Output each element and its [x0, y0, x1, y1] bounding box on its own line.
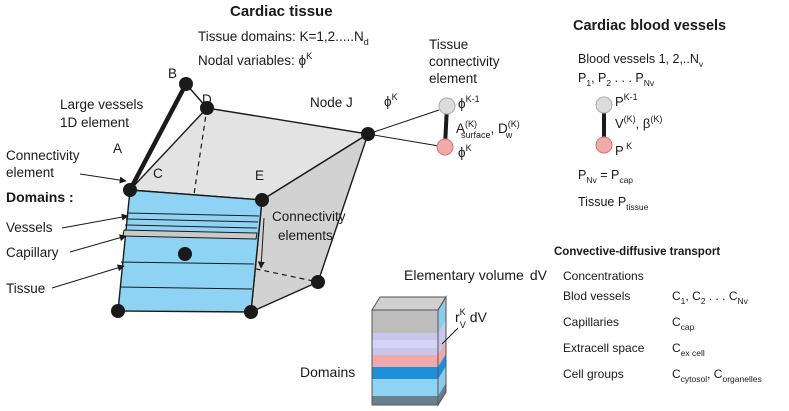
- tissue-connectivity-element: Tissue connectivity element ϕK ϕK-1 A(K)…: [384, 37, 520, 160]
- vessel-line-1: [126, 212, 260, 217]
- node-label-j: Node J: [310, 95, 353, 110]
- nodal-variables-label: Nodal variables: ϕK: [198, 51, 312, 68]
- transport-row-value: Cex cell: [672, 341, 705, 358]
- node-label-c: C: [153, 166, 163, 181]
- area-diffusion-label: A(K)surface, D(K)w: [456, 119, 520, 140]
- volume-layer-slate: [372, 396, 438, 405]
- volume-domains-label: Domains: [300, 364, 355, 380]
- cardiac-tissue-title: Cardiac tissue: [230, 3, 333, 20]
- tissue-node-top: [438, 97, 456, 115]
- large-vessel-element: [128, 82, 188, 192]
- connectivity-element-label-2: element: [6, 165, 54, 180]
- volume-side-violet: [438, 320, 446, 355]
- volume-side-blue: [438, 354, 446, 379]
- transport-row-value: C1, C2 . . . CNv: [672, 289, 749, 306]
- volume-beta-label: V(K), β(K): [615, 114, 662, 131]
- node-bottom-front-dot: [244, 305, 258, 319]
- domains-heading: Domains :: [6, 189, 74, 205]
- volume-side-outline: [437, 295, 447, 407]
- connectivity-elements-arrow: [257, 217, 265, 269]
- tissue-domains-label: Tissue domains: K=1,2.....Nd: [198, 29, 369, 47]
- volume-layer-blue: [372, 367, 438, 379]
- node-label-a: A: [113, 141, 122, 156]
- node-label-b: B: [168, 66, 177, 81]
- node-label-e: E: [255, 168, 264, 183]
- volume-layer-violet-1: [372, 333, 438, 340]
- transport-row-value: Ccytosol, Corganelles: [672, 367, 762, 384]
- node-d-dot: [200, 101, 214, 115]
- reaction-pointer: [441, 327, 459, 345]
- tissue-line-2: [119, 286, 253, 290]
- transport-row-label: Cell groups: [563, 367, 624, 381]
- connectivity-elements-group: Connectivity elements: [257, 209, 346, 269]
- hidden-edge-vertical: [184, 107, 208, 255]
- transport-row-label: Extracell space: [563, 341, 645, 355]
- node-hidden-dot: [178, 247, 192, 261]
- capillary-band: [122, 229, 258, 240]
- transport-row-label: Capillaries: [563, 315, 619, 329]
- tissue-connectivity-title-2: connectivity: [429, 54, 500, 69]
- volume-layer-light-blue: [372, 379, 438, 396]
- capillary-label: Capillary: [6, 245, 59, 260]
- phi-k-minus-1: ϕK-1: [458, 94, 480, 111]
- connectivity-elements-label-2: elements: [278, 228, 333, 243]
- connector-j-bottom: [367, 133, 440, 147]
- tissue-line-1: [120, 261, 255, 265]
- tissue-connectivity-title-3: element: [429, 71, 477, 86]
- connectivity-elements-label-1: Connectivity: [272, 209, 346, 224]
- transport-panel: Convective-diffusive transport Concentra…: [554, 246, 762, 384]
- tissue-pressure: Tissue Ptissue: [578, 195, 649, 212]
- tissue-prism: [111, 77, 440, 319]
- volume-side-slate: [438, 383, 446, 405]
- node-e-dot: [255, 193, 269, 207]
- tissue-label: Tissue: [6, 281, 45, 296]
- volume-layer-violet-2: [372, 340, 438, 348]
- volume-side-pink: [438, 342, 446, 367]
- vessel-line-3: [124, 224, 258, 229]
- tissue-node-bottom: [436, 138, 454, 156]
- blood-vessels-title: Cardiac blood vessels: [573, 18, 726, 34]
- volume-layer-pink: [372, 355, 438, 367]
- transport-row-value: Ccap: [672, 315, 695, 332]
- large-vessels-label-1: Large vessels: [60, 97, 144, 112]
- pressure-list: P1, P2 . . . PNv: [578, 71, 655, 88]
- concentrations-label: Concentrations: [563, 269, 644, 283]
- pressure-k: P K: [615, 141, 632, 158]
- blood-vessels-line: Blood vessels 1, 2,..Nv: [578, 52, 704, 69]
- vessels-arrow: [61, 213, 129, 229]
- left-labels: Large vessels 1D element Connectivity el…: [6, 97, 144, 296]
- vessel-node-bottom: [595, 136, 613, 154]
- node-c-dot: [123, 183, 137, 197]
- node-label-d: D: [202, 92, 212, 107]
- transport-title: Convective-diffusive transport: [554, 246, 720, 258]
- node-j-dot: [361, 127, 375, 141]
- node-b-dot: [179, 77, 193, 91]
- node-bottom-right-dot: [311, 275, 325, 289]
- pressure-equation: PNv = Pcap: [578, 168, 633, 185]
- connector-j-top: [367, 109, 440, 135]
- pressure-k-minus-1: PK-1: [615, 92, 638, 109]
- phi-k-bottom: ϕK: [458, 143, 472, 160]
- phi-k-label: ϕK: [384, 92, 398, 109]
- node-bottom-left-dot: [111, 304, 125, 318]
- vessel-line-2: [125, 218, 259, 223]
- transport-row-label: Blod vessels: [563, 289, 630, 303]
- connectivity-element-label-1: Connectivity: [6, 148, 80, 163]
- volume-layer-gray: [372, 310, 438, 333]
- volume-layer-violet-3: [372, 348, 438, 355]
- connectivity-element-arrow: [79, 173, 127, 184]
- capillary-arrow: [69, 234, 127, 253]
- vessels-label: Vessels: [6, 220, 53, 235]
- tissue-arrow: [51, 264, 125, 289]
- volume-top-face: [371, 296, 447, 311]
- cardiac-tissue-header: Cardiac tissue Tissue domains: K=1,2....…: [198, 3, 369, 68]
- blood-vessels-panel: Cardiac blood vessels Blood vessels 1, 2…: [573, 18, 726, 212]
- tissue-connectivity-title-1: Tissue: [429, 37, 468, 52]
- large-vessels-label-2: 1D element: [60, 115, 129, 130]
- vessel-node-top: [595, 96, 613, 114]
